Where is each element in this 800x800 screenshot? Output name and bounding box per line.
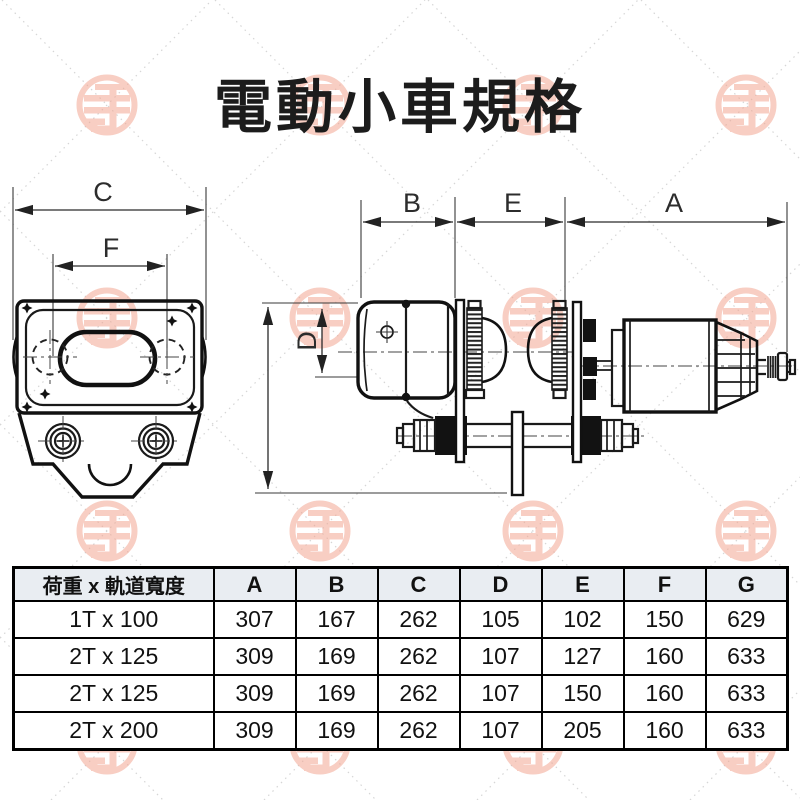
dim-label-c: C xyxy=(93,177,113,207)
table-row: 2T x 200 309 169 262 107 205 160 633 xyxy=(12,711,789,751)
axle-bolt-right xyxy=(131,416,181,466)
spec-cell: 160 xyxy=(622,674,707,713)
page-title: 電動小車規格 xyxy=(213,75,587,140)
dim-label-b: B xyxy=(403,188,421,218)
spec-cell: 629 xyxy=(704,600,789,639)
row-label: 2T x 200 xyxy=(12,711,215,751)
gear-ring-1 xyxy=(464,299,486,400)
motor-shaft xyxy=(758,351,797,382)
spec-cell: 262 xyxy=(376,711,461,751)
drive-coupling xyxy=(583,319,626,408)
spec-cell: 633 xyxy=(704,711,789,751)
side-plate-left xyxy=(454,298,466,464)
spec-cell: 309 xyxy=(212,637,297,676)
gear-ring-2 xyxy=(551,299,568,400)
col-header-g: G xyxy=(704,566,789,602)
side-view-drawing: B E A D xyxy=(255,188,797,497)
col-header-e: E xyxy=(540,566,625,602)
wheel-hub-1 xyxy=(481,316,508,384)
hanger-plate xyxy=(510,410,525,497)
dim-label-e: E xyxy=(504,188,522,218)
table-row: 2T x 125 309 169 262 107 127 160 633 xyxy=(12,637,789,676)
front-view-drawing: C F xyxy=(12,177,207,499)
col-header-b: B xyxy=(294,566,379,602)
table-row: 1T x 100 307 167 262 105 102 150 629 xyxy=(12,600,789,639)
row-label: 1T x 100 xyxy=(12,600,215,639)
spec-cell: 107 xyxy=(458,674,543,713)
axle-bolt-left xyxy=(38,416,88,466)
spec-cell: 160 xyxy=(622,637,707,676)
col-header-load: 荷重 x 軌道寬度 xyxy=(12,566,215,602)
spec-cell: 102 xyxy=(540,600,625,639)
spec-cell: 262 xyxy=(376,600,461,639)
spec-cell: 150 xyxy=(622,600,707,639)
spec-cell: 309 xyxy=(212,711,297,751)
dim-label-a: A xyxy=(665,188,683,218)
table-header-row: 荷重 x 軌道寬度 A B C D E F G xyxy=(12,566,789,602)
spec-cell: 107 xyxy=(458,637,543,676)
spec-cell: 160 xyxy=(622,711,707,751)
dim-label-f: F xyxy=(103,233,120,263)
dim-label-d: D xyxy=(292,331,322,351)
side-plate-right xyxy=(571,300,583,464)
spec-cell: 169 xyxy=(294,711,379,751)
trolley-wheel xyxy=(356,299,457,420)
spec-cell: 307 xyxy=(212,600,297,639)
col-header-d: D xyxy=(458,566,543,602)
spec-table: 荷重 x 軌道寬度 A B C D E F G 1T x 100 307 167… xyxy=(12,566,789,751)
spec-cell: 205 xyxy=(540,711,625,751)
spec-cell: 169 xyxy=(294,674,379,713)
row-label: 2T x 125 xyxy=(12,674,215,713)
spec-cell: 167 xyxy=(294,600,379,639)
motor-end-cap xyxy=(714,320,759,412)
spec-cell: 169 xyxy=(294,637,379,676)
spec-cell: 309 xyxy=(212,674,297,713)
col-header-c: C xyxy=(376,566,461,602)
spec-cell: 633 xyxy=(704,637,789,676)
spec-cell: 105 xyxy=(458,600,543,639)
spec-cell: 633 xyxy=(704,674,789,713)
spec-cell: 107 xyxy=(458,711,543,751)
spec-cell: 150 xyxy=(540,674,625,713)
col-header-a: A xyxy=(212,566,297,602)
wheel-hub-2 xyxy=(526,316,553,384)
col-header-f: F xyxy=(622,566,707,602)
spec-cell: 262 xyxy=(376,637,461,676)
table-row: 2T x 125 309 169 262 107 150 160 633 xyxy=(12,674,789,713)
row-label: 2T x 125 xyxy=(12,637,215,676)
spec-cell: 127 xyxy=(540,637,625,676)
spec-cell: 262 xyxy=(376,674,461,713)
